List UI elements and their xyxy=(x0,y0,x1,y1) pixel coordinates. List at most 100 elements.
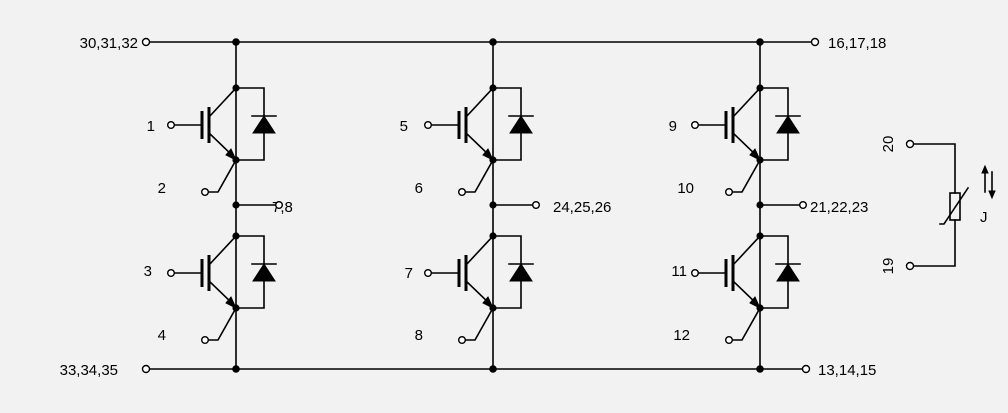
negative-bus: 33,34,35 13,14,15 xyxy=(60,362,877,379)
leg-1-bottom-bus-node xyxy=(232,365,240,373)
leg-3-lower-emitter-label: 12 xyxy=(673,327,690,344)
thermistor-pin-bottom[interactable] xyxy=(905,261,915,271)
leg-3-output-label: 21,22,23 xyxy=(810,199,868,216)
leg-1-upper-collector-line xyxy=(207,86,238,119)
leg-1-upper-aux-emitter-terminal[interactable] xyxy=(200,187,209,196)
leg-3: 21,22,23 9 10 11 12 xyxy=(669,38,868,373)
leg-1-upper-gate-label: 1 xyxy=(147,118,155,135)
leg-2-output-label: 24,25,26 xyxy=(553,199,611,216)
leg-3-upper-gate-terminal[interactable] xyxy=(691,120,700,129)
leg-1: 7,8 1 2 3 4 xyxy=(144,38,293,373)
leg-3-upper-gate-label: 9 xyxy=(669,118,677,135)
leg-1-lower-switch xyxy=(166,232,277,345)
leg-3-lower-aux-emitter-terminal[interactable] xyxy=(725,336,734,345)
thermistor: 20 19 J xyxy=(880,136,996,275)
leg-2-lower-collector-node xyxy=(489,232,497,240)
leg-3-lower-collector-line xyxy=(731,234,762,267)
thermistor-body xyxy=(949,192,961,221)
leg-2: 24,25,26 5 6 7 8 xyxy=(400,38,611,373)
leg-3-lower-switch xyxy=(691,232,801,345)
dc-plus-label: 30,31,32 xyxy=(80,35,138,52)
right-bottom-label: 13,14,15 xyxy=(818,362,876,379)
dc-minus-terminal[interactable] xyxy=(141,364,151,374)
leg-3-upper-collector-line xyxy=(731,86,762,119)
thermistor-pin-bottom-label: 19 xyxy=(880,258,897,275)
leg-1-upper-switch xyxy=(166,84,277,196)
leg-2-lower-diode-icon xyxy=(509,263,533,282)
leg-1-output-label: 7,8 xyxy=(272,199,293,216)
leg-2-upper-collector-line xyxy=(464,86,495,119)
leg-3-lower-gate-label: 11 xyxy=(671,263,687,280)
leg-1-lower-emitter-node xyxy=(232,304,240,312)
leg-2-upper-aux-emitter-lead xyxy=(464,158,495,193)
leg-3-upper-emitter-arrow-icon xyxy=(749,148,762,162)
leg-1-top-bus-node xyxy=(232,38,240,46)
leg-1-output-node xyxy=(232,201,240,209)
leg-2-upper-gate-terminal[interactable] xyxy=(424,120,433,129)
thermistor-pin-top[interactable] xyxy=(905,139,915,149)
leg-3-upper-collector-node xyxy=(756,84,764,92)
leg-3-bottom-bus-node xyxy=(756,365,764,373)
leg-2-upper-gate-label: 5 xyxy=(400,118,408,135)
leg-2-upper-aux-emitter-terminal[interactable] xyxy=(458,187,467,196)
leg-2-upper-emitter-node xyxy=(489,156,497,164)
leg-2-lower-emitter-arrow-icon xyxy=(482,296,495,310)
leg-2-top-bus-node xyxy=(489,38,497,46)
leg-3-upper-diode-icon xyxy=(776,115,800,134)
thermistor-label: J xyxy=(980,209,988,226)
leg-1-lower-aux-emitter-terminal[interactable] xyxy=(200,336,209,345)
leg-3-output-node xyxy=(756,201,764,209)
leg-3-upper-aux-emitter-lead xyxy=(731,158,762,193)
leg-3-upper-switch xyxy=(691,84,801,196)
leg-1-upper-gate-terminal[interactable] xyxy=(166,120,175,129)
leg-2-lower-emitter-label: 8 xyxy=(415,327,423,344)
leg-1-lower-collector-line xyxy=(207,234,238,267)
leg-1-lower-emitter-arrow-icon xyxy=(225,296,238,310)
leg-2-upper-emitter-label: 6 xyxy=(415,180,423,197)
leg-3-top-bus-node xyxy=(756,38,764,46)
positive-bus: 30,31,32 16,17,18 xyxy=(80,35,887,52)
leg-1-lower-collector-node xyxy=(232,232,240,240)
leg-1-lower-emitter-label: 4 xyxy=(158,327,166,344)
leg-2-upper-collector-node xyxy=(489,84,497,92)
temperature-arrows-icon xyxy=(981,164,996,200)
leg-2-lower-gate-label: 7 xyxy=(405,265,413,282)
leg-2-output-terminal[interactable] xyxy=(532,200,541,209)
dc-plus-terminal[interactable] xyxy=(141,37,151,47)
leg-3-upper-aux-emitter-terminal[interactable] xyxy=(725,187,734,196)
leg-3-output-terminal[interactable] xyxy=(799,200,808,209)
right-top-terminal[interactable] xyxy=(810,37,820,47)
leg-2-upper-emitter-arrow-icon xyxy=(482,148,495,162)
leg-1-upper-diode-icon xyxy=(252,115,276,134)
leg-1-upper-collector-node xyxy=(232,84,240,92)
leg-1-lower-gate-label: 3 xyxy=(144,263,152,280)
leg-1-output-terminal[interactable] xyxy=(275,200,284,209)
leg-3-lower-emitter-arrow-icon xyxy=(749,296,762,310)
right-top-label: 16,17,18 xyxy=(828,35,886,52)
leg-1-lower-aux-emitter-lead xyxy=(207,306,238,341)
leg-2-lower-aux-emitter-lead xyxy=(464,306,495,341)
leg-1-upper-aux-emitter-lead xyxy=(207,158,238,193)
leg-3-lower-aux-emitter-lead xyxy=(731,306,762,341)
leg-2-lower-switch xyxy=(424,232,534,345)
leg-3-lower-collector-node xyxy=(756,232,764,240)
leg-2-lower-gate-terminal[interactable] xyxy=(424,269,433,278)
thermistor-pin-top-label: 20 xyxy=(880,136,897,153)
leg-2-lower-aux-emitter-terminal[interactable] xyxy=(458,336,467,345)
leg-3-upper-emitter-label: 10 xyxy=(677,180,694,197)
thermistor-slash xyxy=(939,186,970,225)
leg-1-upper-emitter-node xyxy=(232,156,240,164)
right-bottom-terminal[interactable] xyxy=(801,364,811,374)
leg-2-output-node xyxy=(489,201,497,209)
leg-3-upper-emitter-node xyxy=(756,156,764,164)
leg-1-upper-emitter-arrow-icon xyxy=(225,148,238,162)
leg-2-lower-emitter-node xyxy=(489,304,497,312)
leg-3-lower-diode-icon xyxy=(776,263,800,282)
leg-2-upper-diode-icon xyxy=(509,115,533,134)
leg-1-lower-gate-terminal[interactable] xyxy=(166,269,175,278)
leg-2-upper-switch xyxy=(424,84,534,196)
leg-2-lower-collector-line xyxy=(464,234,495,267)
leg-3-lower-gate-terminal[interactable] xyxy=(691,269,700,278)
leg-3-lower-emitter-node xyxy=(756,304,764,312)
